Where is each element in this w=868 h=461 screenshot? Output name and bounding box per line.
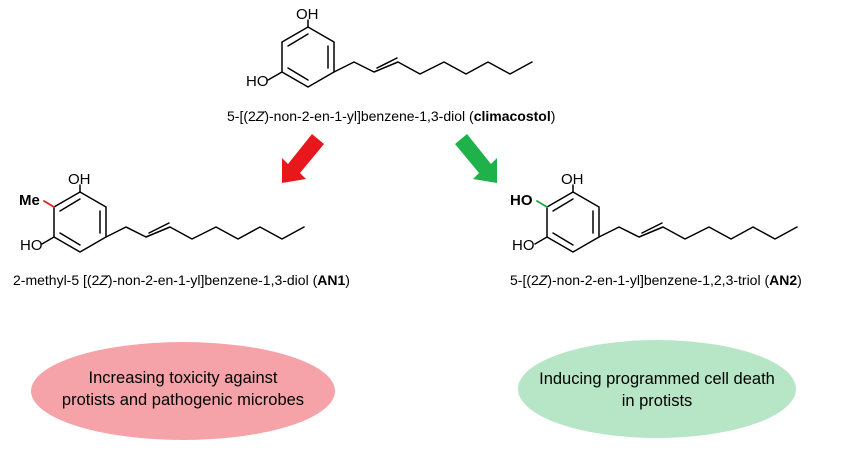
an1-caption-suffix: ) (345, 272, 350, 288)
climacostol-structure (267, 19, 533, 88)
climacostol-caption-z: Z (255, 108, 265, 124)
toxicity-text-line-2: protists and pathogenic microbes (62, 391, 304, 409)
an2-ho-bottom-label: HO (512, 237, 535, 254)
an2-hydroxyl-label: HO (510, 192, 533, 209)
an1-caption-prefix: 2-methyl-5 [(2 (13, 272, 100, 288)
an1-caption-name: AN1 (317, 272, 345, 288)
an2-caption-prefix: 5-[(2 (510, 272, 539, 288)
cell-death-ellipse (518, 340, 796, 438)
an1-caption-z: Z (98, 272, 108, 288)
climacostol-caption-suffix: ) (551, 108, 556, 124)
climacostol-caption-prefix: 5-[(2 (227, 108, 256, 124)
an2-structure (534, 184, 798, 253)
an1-caption-middle: )-non-2-en-1-yl]benzene-1,3-diol ( (108, 272, 318, 288)
cell-death-text-line-2: in protists (622, 392, 693, 410)
climacostol-caption-name: climacostol (474, 108, 551, 124)
an2-caption-middle: )-non-2-en-1-yl]benzene-1,2,3-triol ( (547, 272, 769, 288)
climacostol-caption: 5-[(2Z)-non-2-en-1-yl]benzene-1,3-diol (… (227, 108, 555, 124)
an1-methyl-label: Me (19, 192, 40, 209)
an2-caption: 5-[(2Z)-non-2-en-1-yl]benzene-1,2,3-trio… (510, 272, 802, 288)
an2-caption-z: Z (538, 272, 548, 288)
toxicity-text-line-1: Increasing toxicity against (89, 369, 278, 387)
an1-oh-top-label: OH (68, 171, 91, 188)
climacostol-ho-left-label: HO (246, 73, 269, 90)
red-arrow (282, 134, 324, 183)
cell-death-text-line-1: Inducing programmed cell death (539, 370, 775, 388)
an1-caption: 2-methyl-5 [(2Z)-non-2-en-1-yl]benzene-1… (13, 272, 350, 288)
green-arrow (455, 134, 497, 183)
an2-caption-name: AN2 (769, 272, 797, 288)
climacostol-caption-middle: )-non-2-en-1-yl]benzene-1,3-diol ( (264, 108, 474, 124)
an2-caption-suffix: ) (797, 272, 802, 288)
an1-structure (41, 184, 305, 253)
toxicity-ellipse (31, 342, 335, 440)
an2-oh-top-label: OH (561, 171, 584, 188)
climacostol-oh-top-label: OH (296, 6, 319, 23)
an1-ho-bottom-label: HO (20, 237, 43, 254)
